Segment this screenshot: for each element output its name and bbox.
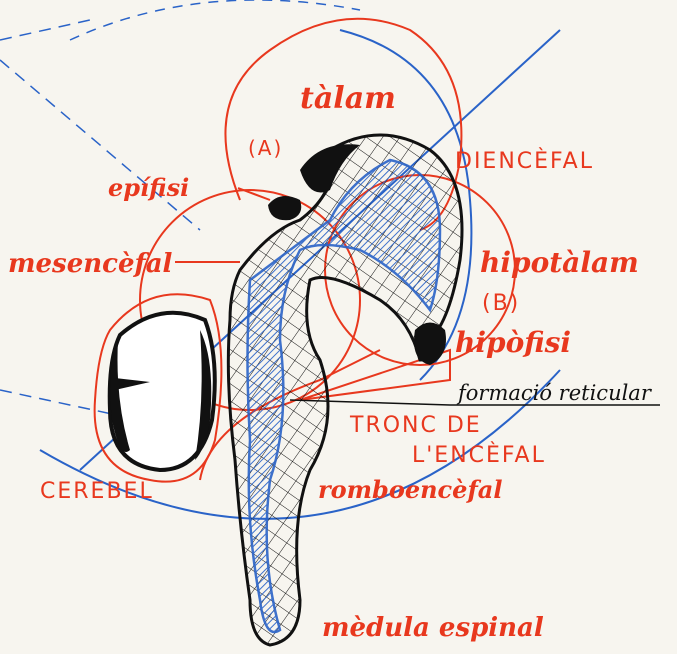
epifisi-body bbox=[268, 196, 301, 220]
label-cerebel: CEREBEL bbox=[40, 479, 154, 504]
label-hipotalam: hipotàlam bbox=[480, 246, 639, 279]
brain-structure bbox=[110, 135, 462, 645]
label-diencefal: DIENCÈFAL bbox=[455, 148, 594, 174]
label-b-marker: (B) bbox=[482, 291, 520, 316]
label-a-marker: (A) bbox=[248, 136, 283, 160]
label-talam: tàlam bbox=[300, 81, 396, 116]
blue-dashed-arc bbox=[70, 0, 360, 40]
label-epifisi: epífisi bbox=[108, 173, 189, 202]
label-romboencefal: romboencèfal bbox=[318, 475, 502, 504]
label-hipofisi: hipòfisi bbox=[455, 326, 571, 359]
label-tronc-line2: L'ENCÈFAL bbox=[412, 442, 546, 468]
label-medula-espinal: mèdula espinal bbox=[322, 613, 544, 643]
label-formacio-reticular: formació reticular bbox=[456, 381, 653, 405]
label-tronc-line1: TRONC DE bbox=[349, 413, 482, 438]
label-mesencefal: mesencèfal bbox=[8, 249, 173, 279]
